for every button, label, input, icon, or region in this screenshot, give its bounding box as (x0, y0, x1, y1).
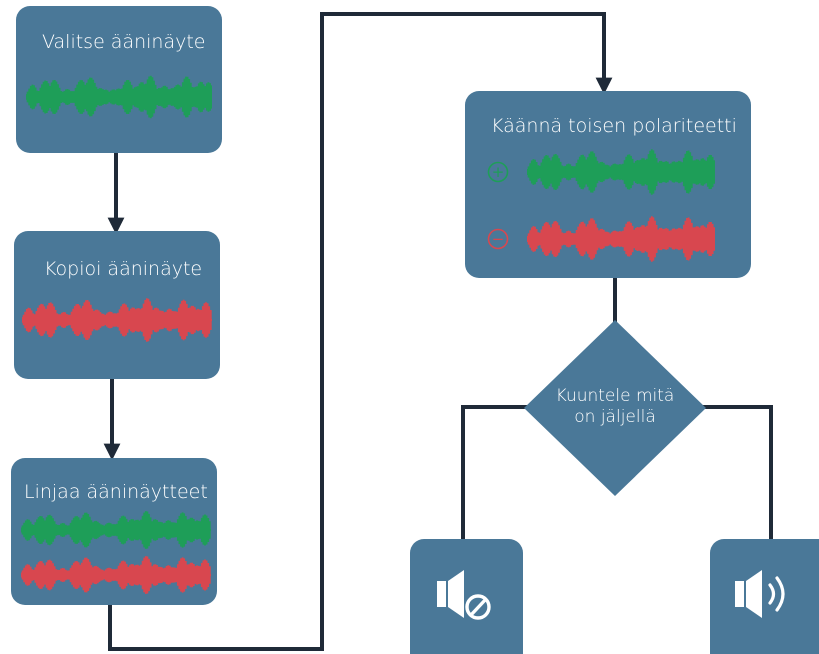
outcome-sound (710, 539, 819, 654)
connector-align-to-invert (108, 12, 613, 651)
speaker-sound-icon (735, 570, 785, 618)
step-copy-sample: Kopioi ääninäyte (14, 231, 220, 379)
connector-decision-to-sound (700, 405, 773, 540)
step-align-samples-label: Linjaa ääninäytteet (24, 481, 208, 503)
decision-label-line1: Kuuntele mitä (555, 386, 675, 406)
waveform-red (22, 298, 212, 342)
minus-circle-icon: − (487, 228, 509, 250)
waveform-green (527, 149, 715, 195)
negative-symbol: − (492, 230, 505, 248)
decision-label-line2: on jäljellä (574, 407, 656, 427)
plus-circle-icon: + (487, 161, 509, 183)
step-copy-sample-label: Kopioi ääninäyte (44, 258, 203, 280)
waveform-red (21, 556, 211, 594)
positive-symbol: + (492, 163, 505, 181)
step-select-sample: Valitse ääninäyte (16, 6, 222, 153)
outcome-muted (410, 539, 523, 654)
step-select-sample-label: Valitse ääninäyte (42, 31, 206, 53)
step-invert-polarity-label: Käännä toisen polariteetti (491, 115, 737, 137)
waveform-red (527, 216, 715, 262)
step-align-samples: Linjaa ääninäytteet (11, 458, 217, 605)
waveform-green (26, 75, 212, 119)
step-invert-polarity: Käännä toisen polariteetti + − (465, 91, 751, 278)
decision-diamond (524, 320, 706, 496)
connector-decision-to-muted (461, 405, 530, 540)
waveform-green (21, 511, 211, 549)
speaker-muted-icon (437, 570, 491, 620)
